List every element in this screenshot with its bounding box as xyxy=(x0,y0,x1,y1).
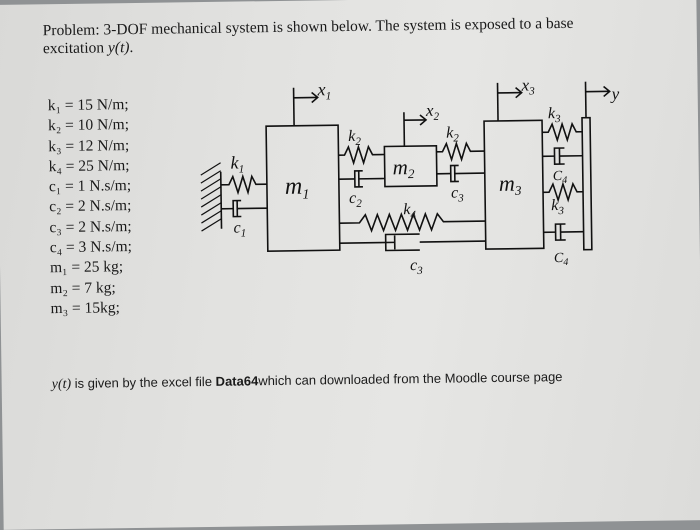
damper-c1 xyxy=(221,200,267,217)
label-k2-left: k2 xyxy=(348,128,361,148)
problem-line-2-prefix: excitation xyxy=(43,39,108,57)
label-m1: m1 xyxy=(285,174,310,203)
param-c4: c₄ = 3 N.s/m; xyxy=(50,237,132,258)
label-c4-upper: C4 xyxy=(553,169,568,186)
spring-k1 xyxy=(221,176,267,193)
arrow-x1 xyxy=(294,87,319,125)
damper-c3-upper xyxy=(437,165,485,182)
param-m1: m₁ = 25 kg; xyxy=(50,257,132,278)
footer-file-name: Data64 xyxy=(216,373,259,389)
damper-c4-lower xyxy=(543,224,583,241)
damper-c2 xyxy=(339,171,385,188)
param-m3: m₃ = 15kg; xyxy=(50,298,132,319)
label-x1: x1 xyxy=(316,79,331,102)
damper-c3-lower xyxy=(340,233,486,251)
label-k2-right: k2 xyxy=(446,124,459,144)
footer-note: y(t) is given by the excel file Data64wh… xyxy=(52,369,563,393)
footer-yt: y(t) xyxy=(52,377,72,392)
ground-wall xyxy=(221,172,222,229)
problem-statement: Problem: 3-DOF mechanical system is show… xyxy=(43,14,643,58)
base-plate xyxy=(582,118,592,250)
problem-line-2-suffix: . xyxy=(129,39,133,56)
arrow-x3 xyxy=(498,83,523,121)
label-k3-upper: k3 xyxy=(548,105,561,125)
label-m2: m2 xyxy=(393,155,416,181)
arrow-y xyxy=(585,81,610,117)
param-c3: c₃ = 2 N.s/m; xyxy=(49,217,131,238)
param-k1: k₁ = 15 N/m; xyxy=(48,95,130,116)
param-k3: k₃ = 12 N/m; xyxy=(48,136,130,157)
parameter-list: k₁ = 15 N/m; k₂ = 10 N/m; k₃ = 12 N/m; k… xyxy=(48,95,133,319)
mechanical-system-diagram: x1 x2 x3 y k1 c1 m1 k2 c2 m2 k2 c3 k4 c3… xyxy=(187,71,630,287)
ground-hatch xyxy=(201,163,222,231)
arrow-x2 xyxy=(404,112,426,146)
label-k4: k4 xyxy=(403,201,416,221)
param-m2: m₂ = 7 kg; xyxy=(50,278,132,299)
spring-k2-left xyxy=(338,147,384,164)
param-k4: k₄ = 25 N/m; xyxy=(48,156,130,177)
label-k1: k1 xyxy=(230,152,244,175)
label-c4-lower: C4 xyxy=(554,251,569,268)
label-x3: x3 xyxy=(520,75,535,97)
label-c1: c1 xyxy=(233,219,246,239)
spring-k3-upper xyxy=(542,124,582,141)
spring-k3-lower xyxy=(543,184,583,201)
label-c3-upper: c3 xyxy=(451,184,464,204)
param-c1: c₁ = 1 N.s/m; xyxy=(49,176,131,197)
param-c2: c₂ = 2 N.s/m; xyxy=(49,197,131,218)
label-x2: x2 xyxy=(425,101,440,123)
damper-c4-upper xyxy=(542,148,582,165)
label-c2: c2 xyxy=(349,190,362,210)
label-c3-lower: c3 xyxy=(410,257,423,277)
footer-text-1: is given by the excel file xyxy=(71,374,216,391)
footer-text-2: which can downloaded from the Moodle cou… xyxy=(258,369,562,388)
param-k2: k₂ = 10 N/m; xyxy=(48,115,130,136)
label-k3-lower: k3 xyxy=(551,197,564,217)
label-m3: m3 xyxy=(499,171,522,198)
problem-base-excitation-var: y(t) xyxy=(108,39,130,56)
spring-k2-right xyxy=(436,143,484,160)
label-y: y xyxy=(610,84,620,103)
